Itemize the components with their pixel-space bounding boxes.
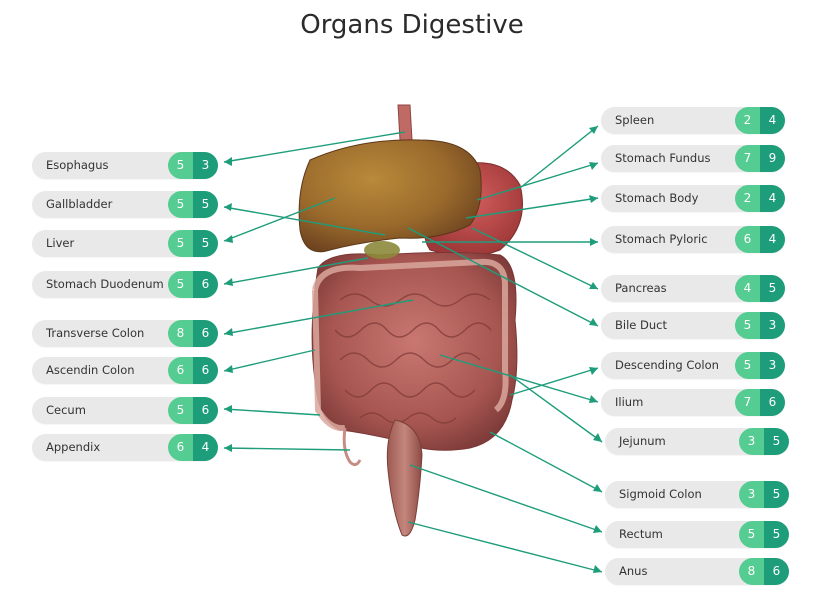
score-a-badge: 5 — [168, 191, 193, 218]
label-esophagus[interactable]: Esophagus 5 3 — [32, 152, 218, 179]
label-text: Ascendin Colon — [46, 357, 135, 384]
leader-sigmoid-colon — [490, 432, 602, 492]
label-jejunum[interactable]: Jejunum 3 5 — [605, 428, 789, 455]
label-text: Jejunum — [619, 428, 666, 455]
arrowhead — [224, 444, 232, 452]
rectum-shape — [387, 420, 422, 536]
arrowhead — [224, 365, 233, 373]
label-text: Descending Colon — [615, 352, 719, 379]
arrowhead — [593, 433, 602, 442]
label-stomach-body[interactable]: Stomach Body 2 4 — [601, 185, 785, 212]
leader-rectum — [410, 465, 602, 532]
score-a-badge: 7 — [735, 389, 760, 416]
label-text: Cecum — [46, 397, 86, 424]
score-a-badge: 5 — [168, 397, 193, 424]
arrowhead — [224, 157, 232, 166]
score-a-badge: 5 — [168, 152, 193, 179]
leader-anus — [408, 522, 602, 572]
label-sigmoid-colon[interactable]: Sigmoid Colon 3 5 — [605, 481, 789, 508]
label-rectum[interactable]: Rectum 5 5 — [605, 521, 789, 548]
label-text: Stomach Duodenum — [46, 271, 164, 298]
label-ilium[interactable]: Ilium 7 6 — [601, 389, 785, 416]
score-a-badge: 4 — [735, 275, 760, 302]
arrowhead — [590, 238, 598, 246]
score-a-badge: 5 — [168, 271, 193, 298]
label-liver[interactable]: Liver 5 5 — [32, 230, 218, 257]
score-a-badge: 8 — [168, 320, 193, 347]
label-cecum[interactable]: Cecum 5 6 — [32, 397, 218, 424]
score-a-badge: 2 — [735, 107, 760, 134]
arrowhead — [224, 278, 233, 286]
label-spleen[interactable]: Spleen 2 4 — [601, 107, 785, 134]
score-a-badge: 6 — [168, 434, 193, 461]
leader-ascendin-colon — [224, 350, 315, 371]
label-gallbladder[interactable]: Gallbladder 5 5 — [32, 191, 218, 218]
label-text: Rectum — [619, 521, 663, 548]
arrowhead — [224, 328, 233, 336]
label-text: Transverse Colon — [46, 320, 144, 347]
score-a-badge: 5 — [735, 312, 760, 339]
score-a-badge: 2 — [735, 185, 760, 212]
label-text: Pancreas — [615, 275, 667, 302]
arrowhead — [224, 405, 232, 413]
score-a-badge: 3 — [739, 428, 764, 455]
leader-appendix — [224, 448, 350, 450]
label-anus[interactable]: Anus 8 6 — [605, 558, 789, 585]
label-text: Liver — [46, 230, 74, 257]
label-bile-duct[interactable]: Bile Duct 5 3 — [601, 312, 785, 339]
score-a-badge: 5 — [739, 521, 764, 548]
label-text: Spleen — [615, 107, 654, 134]
label-text: Appendix — [46, 434, 100, 461]
label-text: Stomach Pyloric — [615, 226, 708, 253]
score-a-badge: 7 — [735, 145, 760, 172]
leader-spleen — [520, 126, 598, 188]
label-text: Anus — [619, 558, 647, 585]
label-text: Esophagus — [46, 152, 109, 179]
score-a-badge: 6 — [735, 226, 760, 253]
score-a-badge: 8 — [739, 558, 764, 585]
small-intestine-shape — [312, 253, 517, 451]
label-text: Stomach Body — [615, 185, 698, 212]
gallbladder-shape — [364, 241, 400, 259]
arrowhead — [224, 203, 232, 211]
appendix-shape — [344, 428, 360, 465]
score-a-badge: 5 — [168, 230, 193, 257]
arrowhead — [589, 195, 598, 203]
leader-jejunum — [510, 375, 602, 442]
label-pancreas[interactable]: Pancreas 4 5 — [601, 275, 785, 302]
score-a-badge: 5 — [735, 352, 760, 379]
score-a-badge: 6 — [168, 357, 193, 384]
label-ascendin-colon[interactable]: Ascendin Colon 6 6 — [32, 357, 218, 384]
label-appendix[interactable]: Appendix 6 4 — [32, 434, 218, 461]
label-text: Sigmoid Colon — [619, 481, 702, 508]
label-stomach-fundus[interactable]: Stomach Fundus 7 9 — [601, 145, 785, 172]
label-text: Gallbladder — [46, 191, 112, 218]
label-text: Stomach Fundus — [615, 145, 711, 172]
label-text: Bile Duct — [615, 312, 667, 339]
arrowhead — [589, 395, 598, 403]
arrowhead — [593, 565, 602, 573]
leader-descending-colon — [510, 368, 598, 395]
score-a-badge: 3 — [739, 481, 764, 508]
arrowhead — [224, 235, 233, 243]
label-stomach-pyloric[interactable]: Stomach Pyloric 6 4 — [601, 226, 785, 253]
leader-cecum — [224, 409, 320, 415]
label-descending-colon[interactable]: Descending Colon 5 3 — [601, 352, 785, 379]
label-transverse-colon[interactable]: Transverse Colon 8 6 — [32, 320, 218, 347]
label-text: Ilium — [615, 389, 643, 416]
label-stomach-duodenum[interactable]: Stomach Duodenum 5 6 — [32, 271, 218, 298]
